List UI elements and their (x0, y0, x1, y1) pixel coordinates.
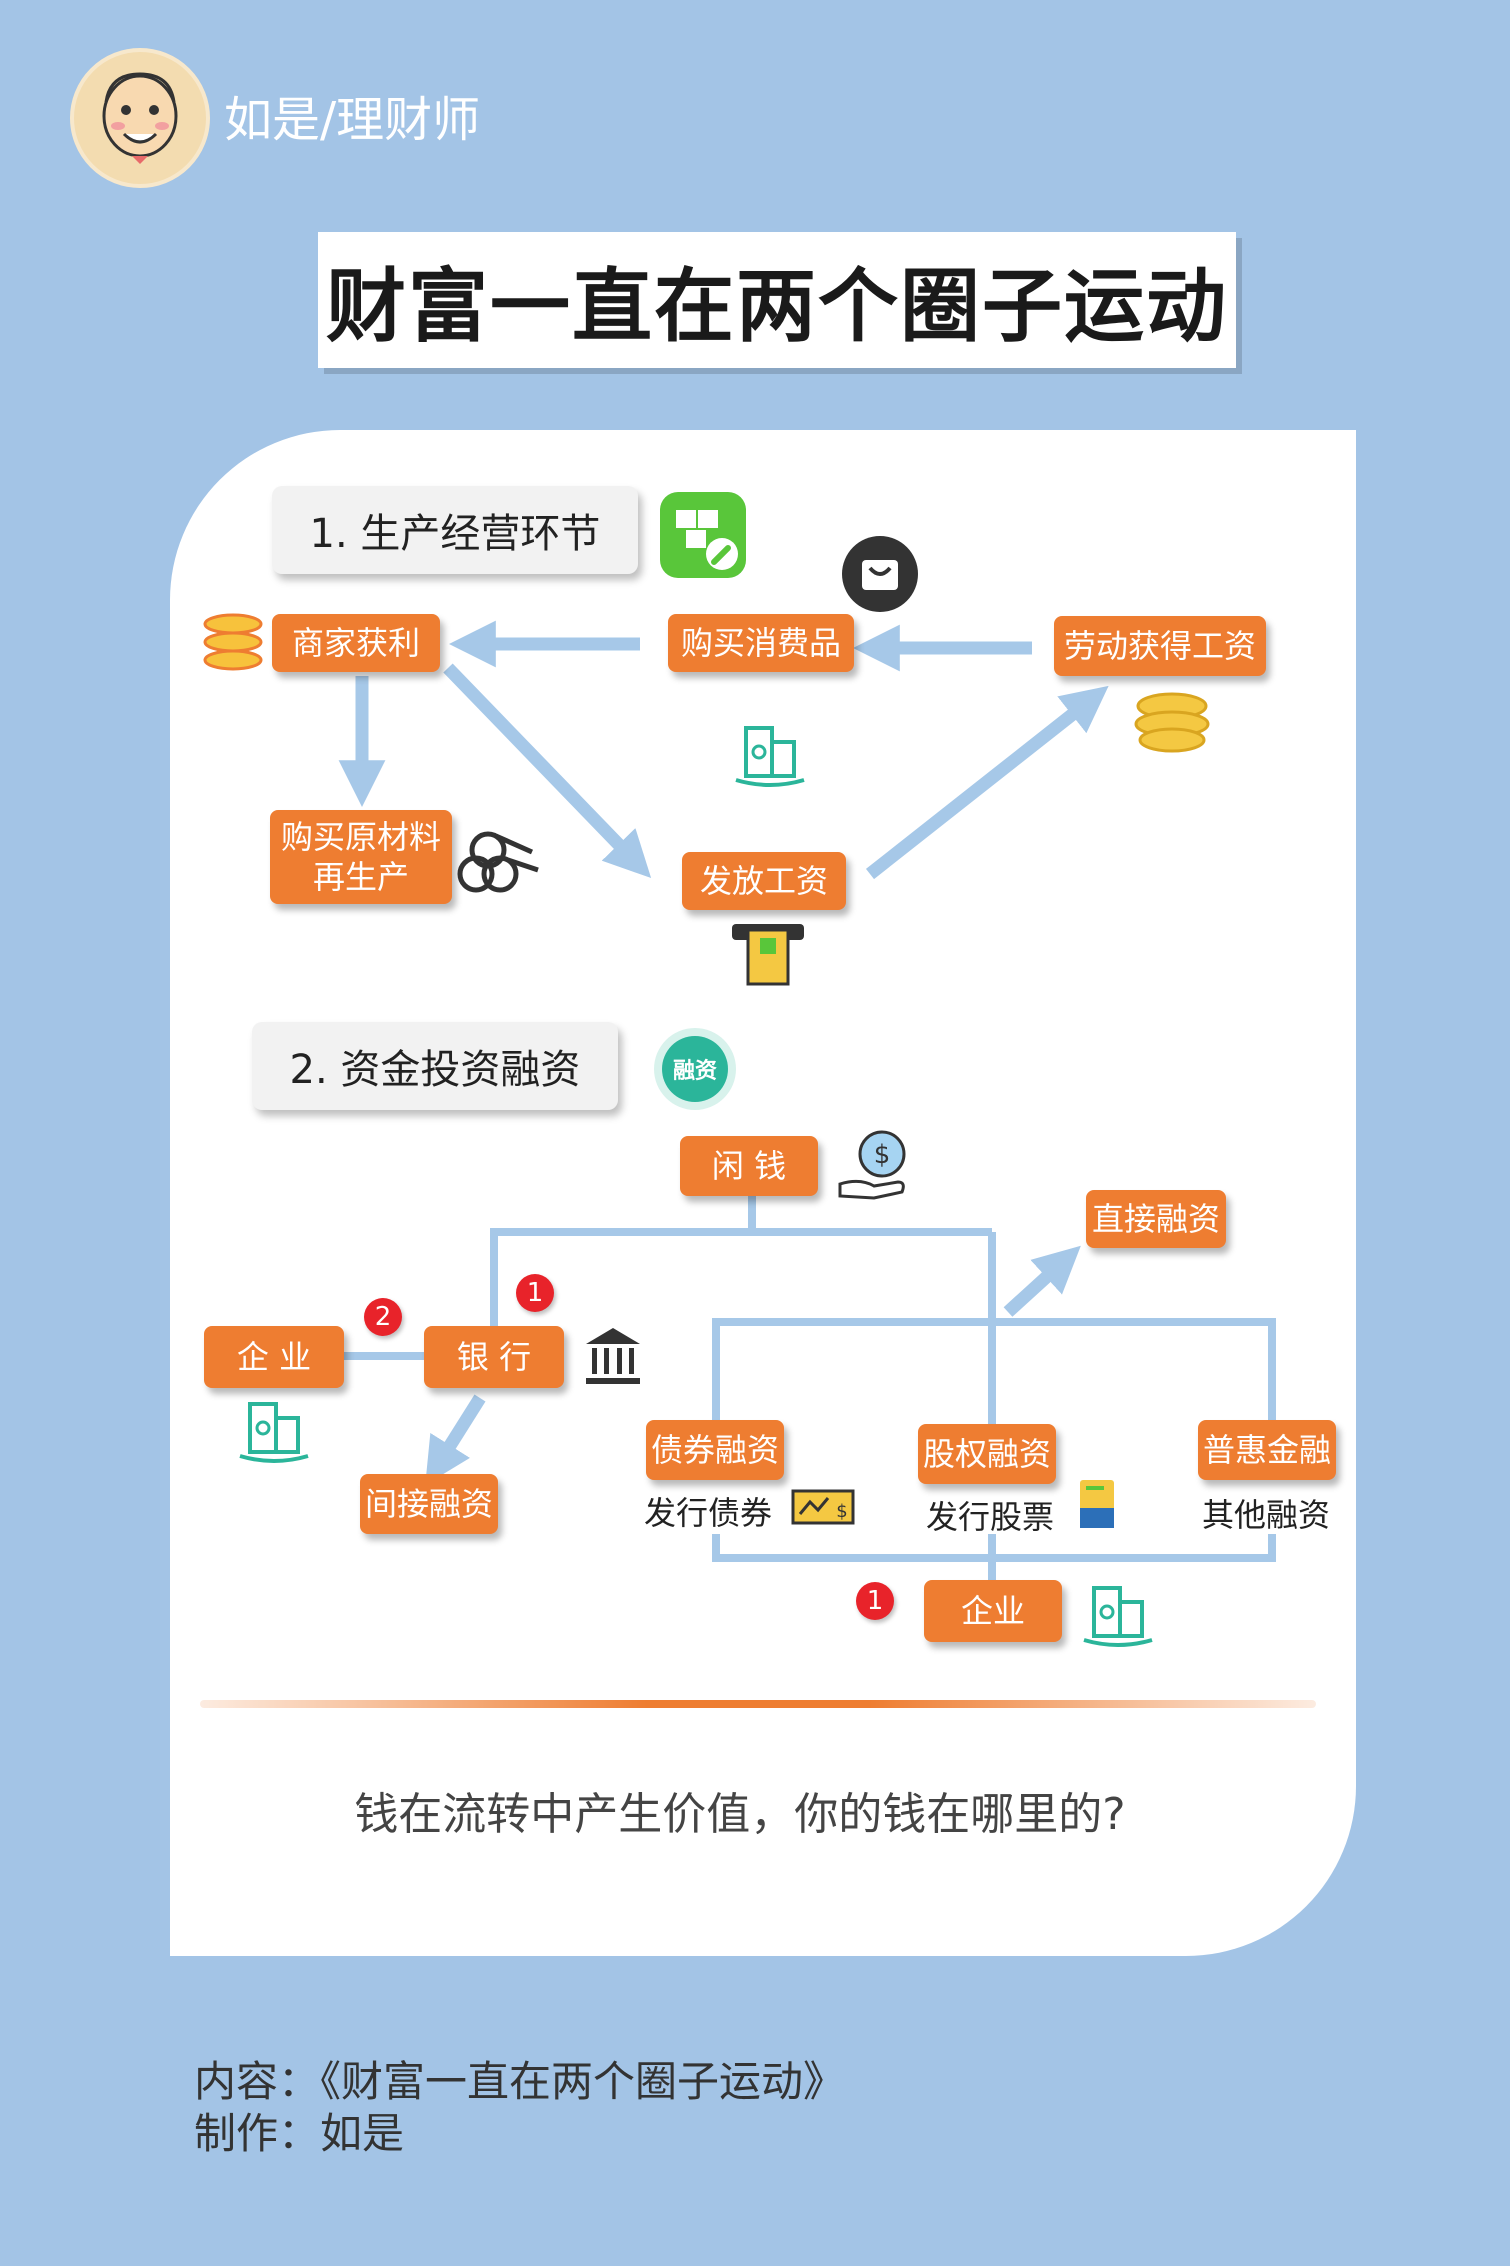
svg-text:$: $ (836, 1501, 847, 1522)
enterprise-box-bottom: 企业 (924, 1580, 1062, 1642)
factory-wrench-icon (660, 492, 746, 578)
page-title: 财富一直在两个圈子运动 (326, 260, 1228, 353)
raw-materials-line-2: 再生产 (312, 858, 409, 896)
cartoon-face-icon (102, 72, 178, 164)
bottom-badge: 1 (856, 1582, 894, 1620)
financing-icon: 融资 (650, 1024, 740, 1114)
indirect-financing-box: 间接融资 (360, 1474, 498, 1534)
enterprise-box-left: 企 业 (204, 1326, 344, 1388)
svg-text:$: $ (874, 1140, 891, 1170)
shopping-bag-icon (842, 536, 918, 612)
building-location-icon-bottom (1083, 1586, 1153, 1647)
pipes-icon (457, 831, 539, 893)
bond-financing-box: 债券融资 (646, 1420, 784, 1480)
money-bag-hand-icon: $ (838, 1130, 906, 1200)
raw-materials-line-1: 购买原材料 (280, 818, 441, 856)
bond-ticket-icon: $ (791, 1489, 855, 1525)
footer-content: 内容：《财富一直在两个圈子运动》 (194, 2057, 846, 2106)
section-2-heading: 2. 资金投资融资 (252, 1022, 618, 1110)
bank-building-icon (586, 1328, 640, 1384)
pay-wages-box: 发放工资 (682, 852, 846, 910)
arrow-to-direct (1003, 1245, 1081, 1317)
merchant-profit-box: 商家获利 (272, 614, 440, 672)
buy-raw-materials-box: 购买原材料 再生产 (270, 810, 452, 904)
arrow-profit-to-wages (443, 663, 652, 879)
connector-top-bar (712, 1318, 1276, 1434)
bank-box: 银 行 (424, 1326, 564, 1388)
author-name: 如是/理财师 (224, 92, 481, 148)
orange-divider (200, 1700, 1316, 1708)
closing-question: 钱在流转中产生价值，你的钱在哪里的? (354, 1789, 1126, 1840)
arrow-bank-to-indirect (425, 1394, 486, 1486)
gold-coins-icon (1134, 692, 1210, 753)
financing-ring-icon (654, 1028, 736, 1110)
enterprise-badge: 2 (364, 1298, 402, 1336)
title-box: 财富一直在两个圈子运动 (318, 232, 1236, 368)
section-1-heading: 1. 生产经营环节 (272, 486, 638, 574)
other-financing-label: 其他融资 (1202, 1496, 1331, 1534)
equity-financing-box: 股权融资 (918, 1424, 1056, 1484)
issue-bonds-label: 发行债券 (644, 1494, 773, 1532)
arrow-wages-to-labor (865, 685, 1109, 880)
connector-idle-left (490, 1196, 756, 1352)
issue-stocks-label: 发行股票 (926, 1498, 1055, 1536)
footer-maker: 制作：如是 (194, 2109, 405, 2158)
inclusive-finance-box: 普惠金融 (1198, 1420, 1336, 1480)
building-location-icon-left (239, 1402, 309, 1463)
building-location-icon (735, 726, 805, 787)
buy-consumer-goods-box: 购买消费品 (668, 614, 854, 672)
direct-financing-box: 直接融资 (1086, 1190, 1226, 1248)
avatar (70, 48, 210, 188)
stock-document-icon (1080, 1480, 1114, 1528)
bank-badge: 1 (516, 1274, 554, 1312)
financing-icon-label: 融资 (672, 1059, 717, 1084)
labor-wages-box: 劳动获得工资 (1054, 616, 1266, 676)
idle-money-box: 闲 钱 (680, 1136, 818, 1196)
coin-stack-icon (203, 613, 263, 671)
wage-card-icon (732, 924, 804, 986)
